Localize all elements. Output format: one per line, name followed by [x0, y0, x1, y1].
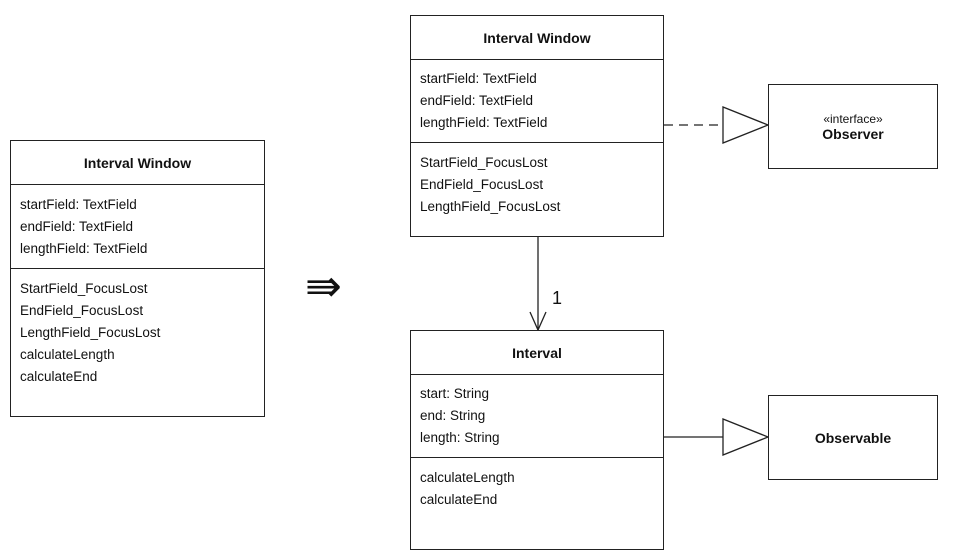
interval-class-attributes: start: String end: String length: String	[411, 375, 663, 458]
interval-attr-3: length: String	[420, 430, 500, 445]
interval-op-2: calculateEnd	[420, 492, 498, 507]
window-attr-3: lengthField: TextField	[420, 115, 548, 130]
left-op-4: calculateLength	[20, 347, 115, 362]
interval-window-class: Interval Window startField: TextField en…	[410, 15, 664, 237]
observer-interface: «interface» Observer	[768, 84, 938, 169]
left-attr-2: endField: TextField	[20, 219, 134, 234]
observable-name: Observable	[814, 429, 892, 446]
generalization-arrowhead	[722, 418, 770, 456]
interval-class-operations: calculateLength calculateEnd	[411, 458, 663, 511]
interval-attr-2: end: String	[420, 408, 486, 423]
left-attr-3: lengthField: TextField	[20, 241, 148, 256]
observable-class: Observable	[768, 395, 938, 480]
observer-name: Observer	[822, 125, 884, 142]
window-class-attributes: startField: TextField endField: TextFiel…	[411, 60, 663, 143]
window-attr-2: endField: TextField	[420, 93, 534, 108]
interval-attr-1: start: String	[420, 386, 490, 401]
left-attr-1: startField: TextField	[20, 197, 137, 212]
transform-arrow: ⇛	[305, 262, 342, 311]
interval-class-title: Interval	[411, 331, 663, 375]
association-multiplicity: 1	[552, 288, 563, 308]
observer-stereotype: «interface»	[823, 111, 883, 126]
left-class-attributes: startField: TextField endField: TextFiel…	[11, 185, 264, 269]
left-interval-window-class: Interval Window startField: TextField en…	[10, 140, 265, 417]
left-op-5: calculateEnd	[20, 369, 98, 384]
window-op-2: EndField_FocusLost	[420, 177, 544, 192]
window-attr-1: startField: TextField	[420, 71, 537, 86]
left-op-1: StartField_FocusLost	[20, 281, 148, 296]
left-class-title: Interval Window	[11, 141, 264, 185]
window-class-operations: StartField_FocusLost EndField_FocusLost …	[411, 143, 663, 218]
interval-class: Interval start: String end: String lengt…	[410, 330, 664, 550]
realization-arrowhead	[722, 106, 770, 144]
left-op-3: LengthField_FocusLost	[20, 325, 161, 340]
left-class-operations: StartField_FocusLost EndField_FocusLost …	[11, 269, 264, 388]
window-op-1: StartField_FocusLost	[420, 155, 548, 170]
left-op-2: EndField_FocusLost	[20, 303, 144, 318]
window-op-3: LengthField_FocusLost	[420, 199, 561, 214]
interval-op-1: calculateLength	[420, 470, 515, 485]
window-class-title: Interval Window	[411, 16, 663, 60]
